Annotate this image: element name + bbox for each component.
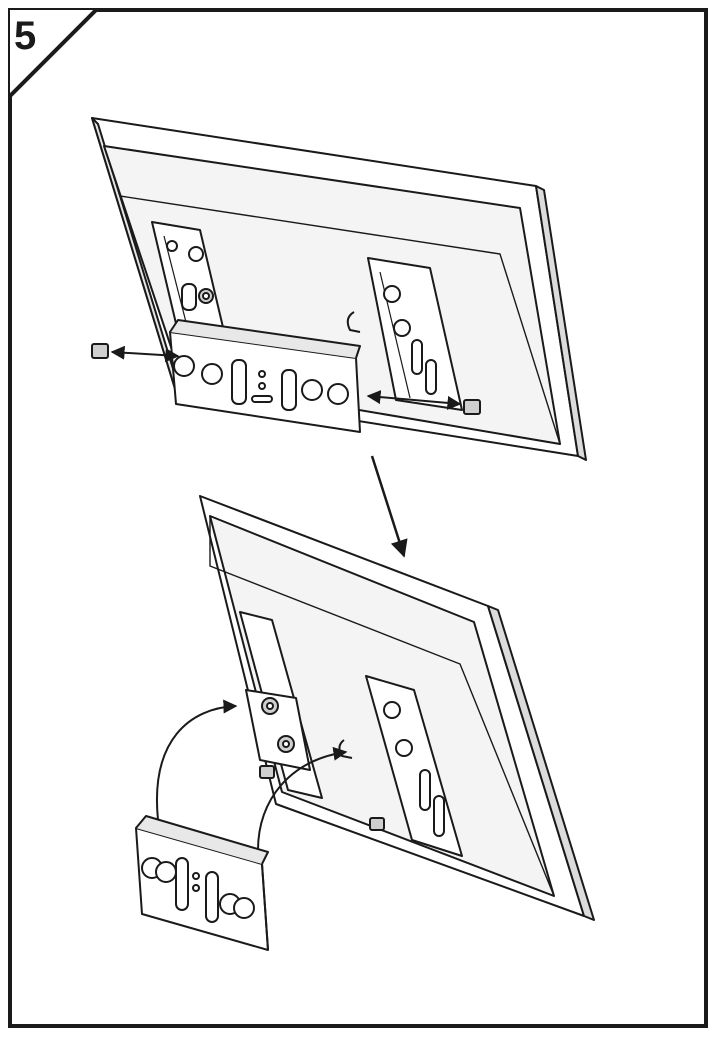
left-cap-arrow xyxy=(110,345,180,363)
bottom-wall-plate xyxy=(135,815,269,951)
right-cap-arrow xyxy=(366,390,462,410)
left-end-cap xyxy=(91,343,109,359)
top-wall-plate xyxy=(169,319,361,433)
top-tv-bevel xyxy=(103,145,561,445)
bottom-right-tv-bracket xyxy=(338,675,463,857)
page-border xyxy=(8,8,708,1028)
top-tv-frame-edge-right xyxy=(535,185,587,461)
top-right-tv-bracket xyxy=(346,257,463,411)
right-mount-arrow xyxy=(257,746,348,851)
bottom-tv-assembly xyxy=(199,495,595,921)
bottom-tv-bevel xyxy=(209,516,555,897)
top-tv-assembly xyxy=(91,117,587,461)
step-corner-triangle xyxy=(8,8,98,98)
left-mount-arrow xyxy=(156,699,238,821)
bottom-tv-frame-edge xyxy=(487,605,595,921)
step-number: 5 xyxy=(14,14,37,58)
right-end-cap xyxy=(463,399,481,415)
top-end-caps xyxy=(91,343,481,415)
transition-arrow xyxy=(370,455,408,558)
bottom-left-tv-bracket xyxy=(239,611,323,799)
